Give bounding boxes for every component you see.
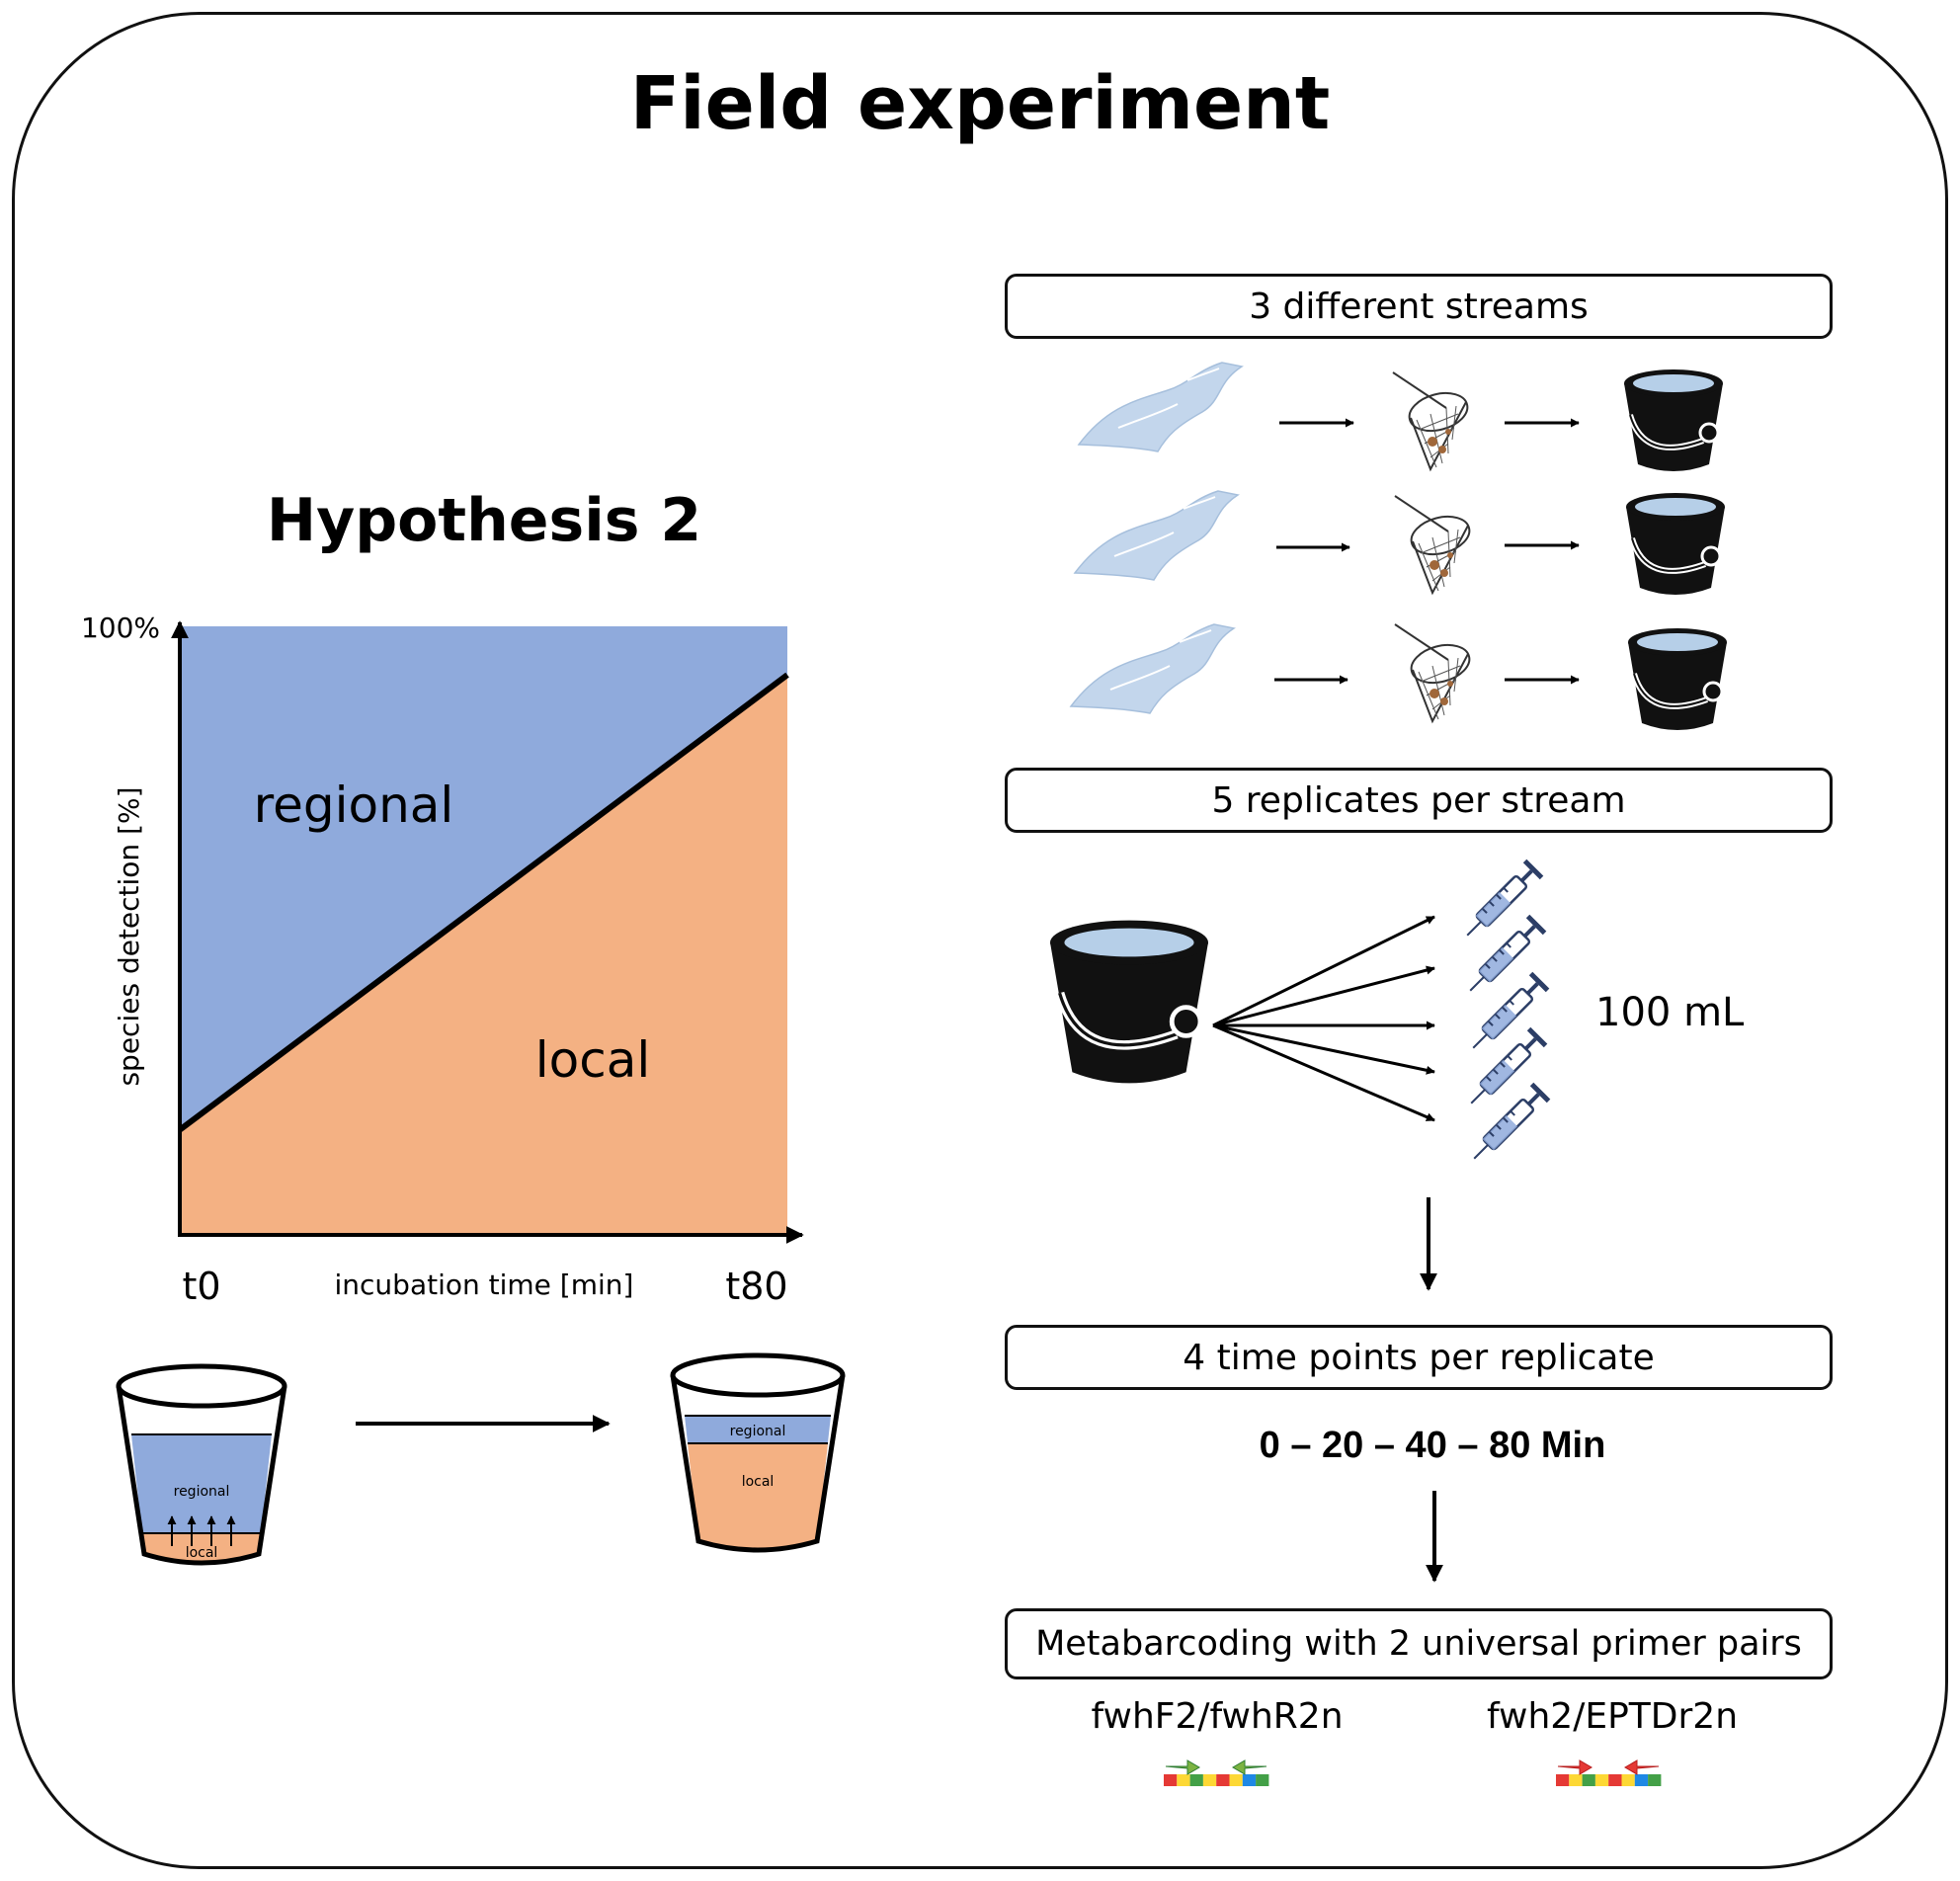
stream-row-2 xyxy=(1074,490,1725,595)
x-tick-t0: t0 xyxy=(182,1265,220,1308)
primer-sequence-icon xyxy=(1164,1759,1269,1786)
regional-area xyxy=(180,626,787,1130)
cup-start-regional-label: regional xyxy=(174,1484,230,1500)
step-label: Metabarcoding with 2 universal primer pa… xyxy=(1035,1624,1802,1664)
step-box-streams: 3 different streams xyxy=(1005,274,1833,339)
bucket-icon xyxy=(1626,493,1725,595)
step-box-metabarcoding: Metabarcoding with 2 universal primer pa… xyxy=(1005,1608,1833,1679)
step-label: 3 different streams xyxy=(1249,286,1589,327)
stream-icon xyxy=(1074,490,1239,581)
local-area xyxy=(180,675,787,1233)
outer-frame xyxy=(12,12,1948,1869)
y-tick-100: 100% xyxy=(81,612,160,644)
cup-end-regional-label: regional xyxy=(730,1424,786,1439)
region-label-regional: regional xyxy=(254,777,454,834)
stream-icon xyxy=(1078,362,1243,452)
stream-row-3 xyxy=(1070,623,1727,730)
stream-row-1 xyxy=(1078,362,1723,471)
timepoints-label: 0 – 20 – 40 – 80 Min xyxy=(1259,1425,1606,1466)
x-axis-label: incubation time [min] xyxy=(335,1268,634,1301)
bucket-icon xyxy=(1624,369,1723,471)
stream-icon xyxy=(1070,623,1235,714)
cup-end-local-label: local xyxy=(742,1474,775,1490)
volume-label: 100 mL xyxy=(1595,990,1745,1035)
primer-pair-2-label: fwh2/EPTDr2n xyxy=(1486,1696,1739,1737)
cup-start-local-label: local xyxy=(186,1545,218,1561)
primer-pair-1-label: fwhF2/fwhR2n xyxy=(1091,1696,1344,1737)
hypothesis-chart: 100% species detection [%] incubation ti… xyxy=(81,612,804,1308)
bucket-icon xyxy=(1050,921,1208,1084)
step-label: 5 replicates per stream xyxy=(1211,779,1626,821)
dip-net-icon xyxy=(1394,495,1475,594)
region-label-local: local xyxy=(535,1031,651,1089)
step-box-timepoints: 4 time points per replicate xyxy=(1005,1325,1833,1390)
dip-net-icon xyxy=(1394,623,1475,722)
cup-icon: regional local xyxy=(670,1352,846,1553)
y-axis-label: species detection [%] xyxy=(113,786,145,1086)
bucket-icon xyxy=(1628,628,1727,730)
primer-sequence-icon xyxy=(1556,1759,1662,1786)
cup-icon: regional local xyxy=(116,1363,287,1566)
divider-line xyxy=(178,672,789,1133)
step-box-replicates: 5 replicates per stream xyxy=(1005,768,1833,833)
replicate-arrows xyxy=(1212,915,1435,1122)
hypothesis-title: Hypothesis 2 xyxy=(266,486,702,555)
x-tick-t80: t80 xyxy=(725,1265,787,1308)
main-title: Field experiment xyxy=(629,61,1331,146)
step-label: 4 time points per replicate xyxy=(1183,1337,1655,1378)
dip-net-icon xyxy=(1392,371,1473,470)
